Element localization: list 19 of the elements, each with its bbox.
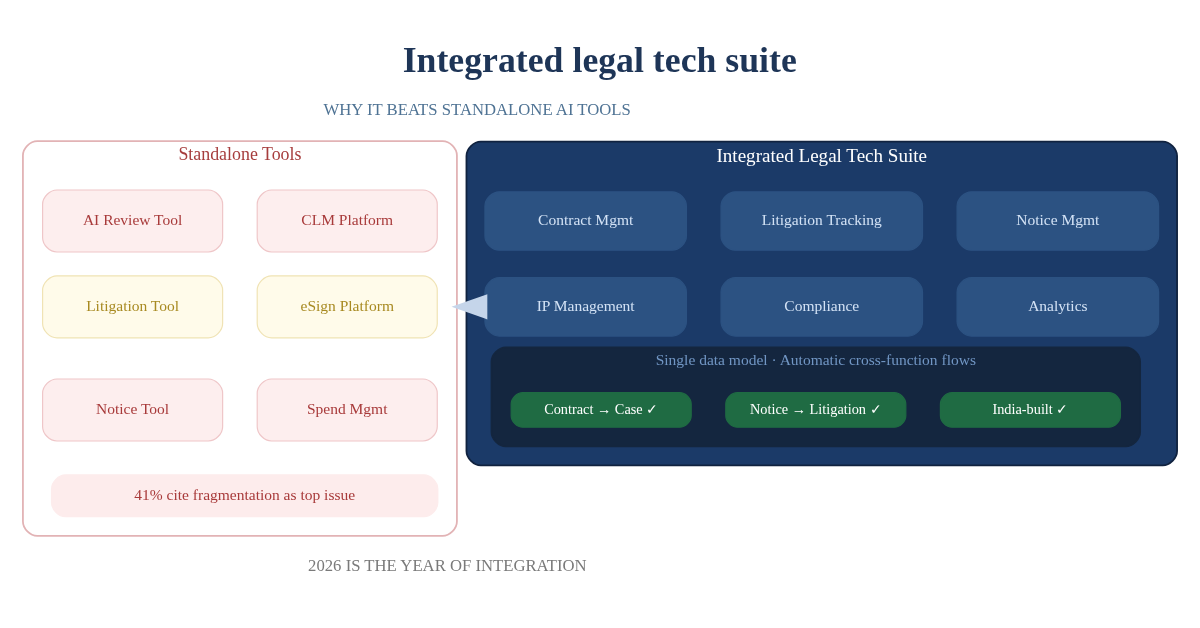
node-box: Spend Mgmt [256, 378, 438, 442]
label: WHY IT BEATS STANDALONE AI TOOLS [323, 99, 631, 119]
node-box: CLM Platform [256, 189, 438, 253]
label: 2026 IS THE YEAR OF INTEGRATION [308, 556, 587, 576]
node-box: India-built ✓ [939, 392, 1122, 428]
node-box: Litigation Tracking [720, 191, 924, 251]
diagram-title: Integrated legal tech suite [402, 39, 797, 80]
node-box: AI Review Tool [42, 189, 224, 253]
arrow [451, 294, 488, 320]
node-box: Contract → Case ✓ [510, 392, 692, 428]
node-box: Notice → Litigation ✓ [725, 392, 907, 428]
node-box: Analytics [956, 277, 1160, 337]
node-box: Contract Mgmt [484, 191, 688, 251]
node-box: Compliance [720, 277, 924, 337]
node-box: Notice Tool [42, 378, 224, 442]
node-box: Notice Mgmt [956, 191, 1160, 251]
node-box: Litigation Tool [42, 275, 224, 339]
node-box: eSign Platform [256, 275, 438, 339]
node-box: IP Management [484, 277, 688, 337]
